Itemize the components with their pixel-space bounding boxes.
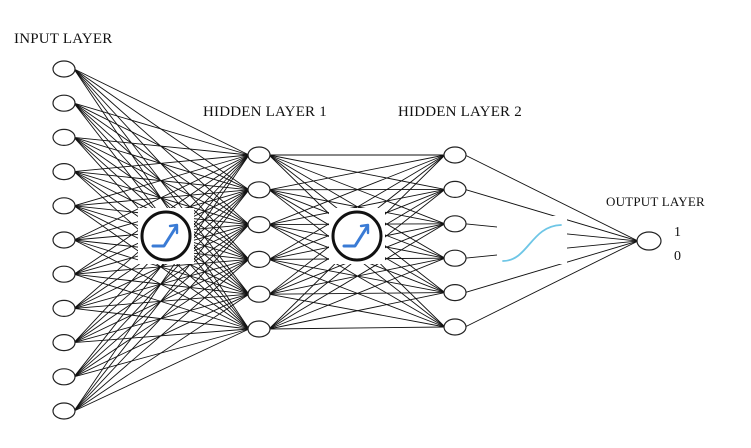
hidden2-node-2: [443, 180, 467, 198]
edge-input-9-to-hidden1-0: [73, 154, 250, 378]
input-node-11: [52, 402, 76, 420]
edge-hidden1-5-to-hidden2-2: [268, 223, 446, 330]
edge-input-10-to-hidden1-4: [73, 293, 250, 412]
edge-input-5-to-hidden1-0: [73, 154, 250, 241]
edge-input-1-to-hidden1-0: [73, 102, 250, 156]
hidden-layer-2-label: HIDDEN LAYER 2: [398, 104, 522, 120]
relu-activation-1-icon: [138, 208, 194, 264]
input-node-7: [52, 265, 76, 283]
hidden2-node-6: [443, 318, 467, 336]
edge-input-0-to-hidden1-0: [73, 68, 250, 156]
hidden-layer-1-label: HIDDEN LAYER 1: [203, 104, 327, 120]
edge-input-10-to-hidden1-2: [73, 224, 250, 412]
edge-input-10-to-hidden1-3: [73, 259, 250, 412]
hidden1-node-4: [247, 250, 271, 268]
output-value-one: 1: [674, 225, 682, 240]
edge-hidden2-5-to-output-0: [464, 240, 639, 328]
edge-hidden1-2-to-hidden2-0: [268, 154, 446, 226]
hidden1-node-2: [247, 181, 271, 199]
edge-hidden1-5-to-hidden2-3: [268, 257, 446, 330]
hidden2-node-4: [443, 249, 467, 267]
input-node-2: [52, 94, 76, 112]
connection-edges: [73, 68, 639, 412]
hidden2-node-3: [443, 215, 467, 233]
sigmoid-activation-icon: [497, 216, 567, 264]
output-layer-label: OUTPUT LAYER: [606, 194, 705, 209]
edge-hidden2-0-to-output-0: [464, 154, 639, 242]
hidden1-node-6: [247, 320, 271, 338]
edge-hidden2-1-to-output-0: [464, 188, 639, 242]
neuron-nodes: [52, 60, 662, 420]
input-node-10: [52, 368, 76, 386]
input-layer-label: INPUT LAYER: [14, 31, 113, 47]
edge-input-10-to-hidden1-5: [73, 328, 250, 412]
edge-input-3-to-hidden1-0: [73, 154, 250, 173]
output-node-1: [636, 231, 662, 251]
edge-hidden1-3-to-hidden2-0: [268, 154, 446, 260]
input-node-5: [52, 197, 76, 215]
hidden1-node-1: [247, 146, 271, 164]
edge-hidden1-1-to-hidden2-0: [268, 154, 446, 191]
hidden1-node-5: [247, 285, 271, 303]
input-node-6: [52, 231, 76, 249]
input-node-9: [52, 334, 76, 352]
edge-hidden2-4-to-output-0: [464, 240, 639, 294]
edge-input-10-to-hidden1-1: [73, 189, 250, 412]
input-node-8: [52, 299, 76, 317]
input-node-3: [52, 128, 76, 146]
hidden2-node-1: [443, 146, 467, 164]
edge-hidden1-5-to-hidden2-4: [268, 292, 446, 330]
input-node-4: [52, 163, 76, 181]
edge-hidden1-5-to-hidden2-5: [268, 326, 446, 330]
edge-input-2-to-hidden1-0: [73, 136, 250, 156]
edge-input-10-to-hidden1-0: [73, 154, 250, 412]
relu-activation-2-icon: [329, 208, 385, 264]
hidden2-node-5: [443, 284, 467, 302]
edge-input-4-to-hidden1-0: [73, 154, 250, 207]
activation-icons: [138, 208, 567, 264]
hidden1-node-3: [247, 216, 271, 234]
input-node-1: [52, 60, 76, 78]
output-value-zero: 0: [674, 249, 682, 264]
